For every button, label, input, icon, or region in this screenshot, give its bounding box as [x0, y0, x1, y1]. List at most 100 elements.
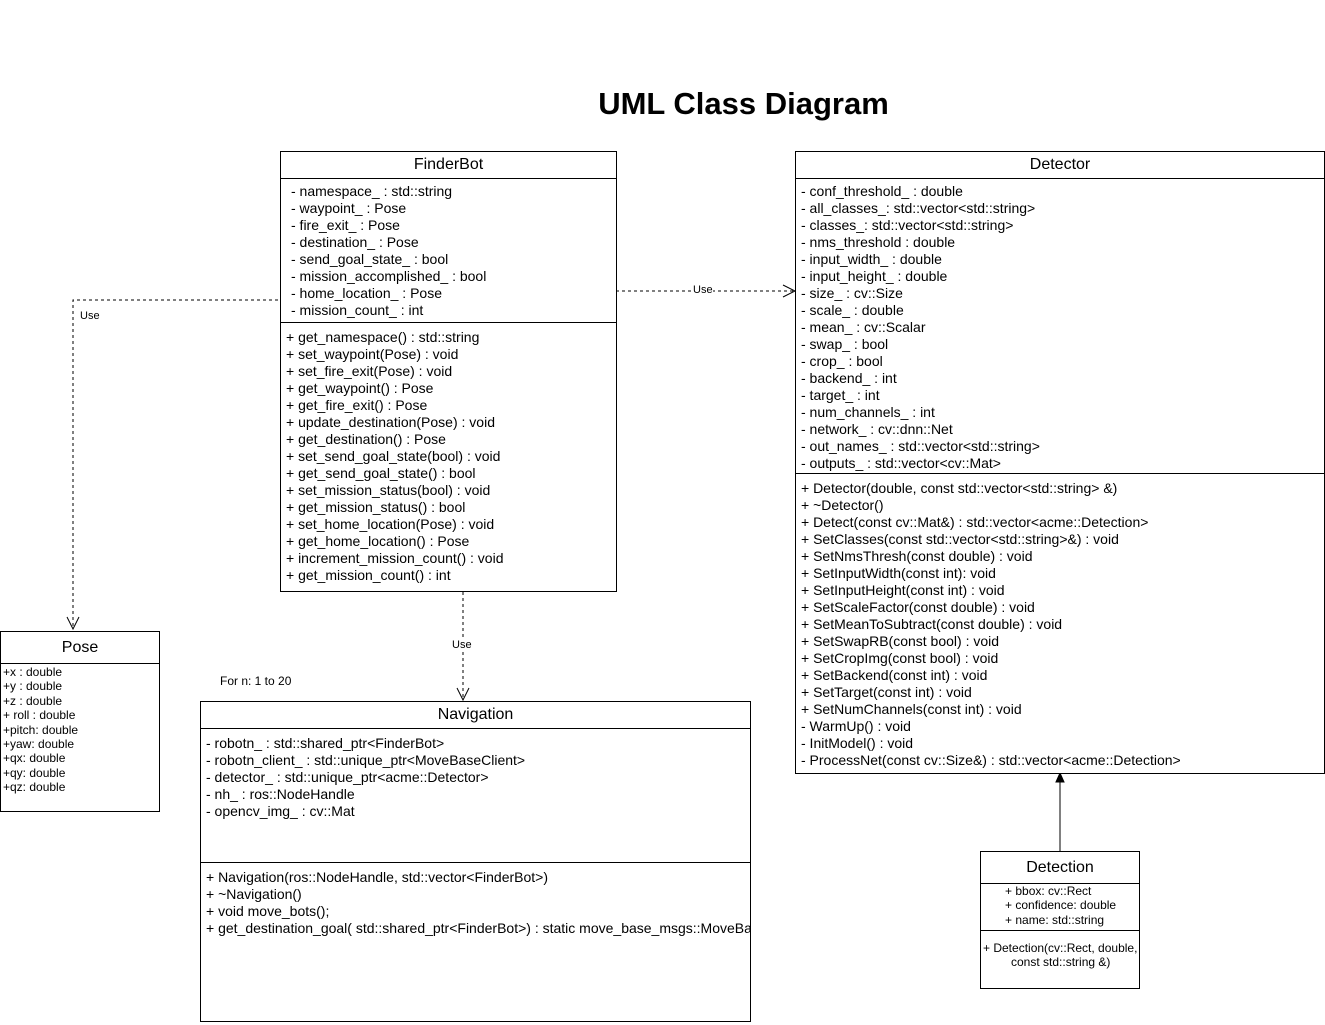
- class-navigation-name: Navigation: [201, 702, 750, 729]
- detector-methods-line: + Detector(double, const std::vector<std…: [801, 480, 1118, 496]
- finderbot-attributes: - namespace_ : std::string- waypoint_ : …: [281, 179, 616, 323]
- detector-methods-line: + SetSwapRB(const bool) : void: [801, 633, 1000, 649]
- detector-attributes-line: - classes_: std::vector<std::string>: [801, 217, 1014, 233]
- detection-attributes-line: + bbox: cv::Rect: [1005, 884, 1092, 898]
- pose-attributes-line: +x : double: [3, 665, 63, 679]
- finderbot-methods-line: + get_namespace() : std::string: [286, 329, 480, 345]
- class-detector-name: Detector: [796, 152, 1324, 179]
- detector-attributes: - conf_threshold_ : double- all_classes_…: [796, 179, 1324, 474]
- navigation-attributes: - robotn_ : std::shared_ptr<FinderBot>- …: [201, 729, 750, 863]
- arrowhead-detector-solid: [1055, 771, 1065, 783]
- detector-attributes-line: - outputs_ : std::vector<cv::Mat>: [801, 455, 1001, 471]
- diagram-title: UML Class Diagram: [598, 86, 889, 121]
- finderbot-methods-line: + set_send_goal_state(bool) : void: [286, 448, 501, 464]
- detector-methods-line: + SetCropImg(const bool) : void: [801, 650, 999, 666]
- navigation-methods: + Navigation(ros::NodeHandle, std::vecto…: [201, 863, 750, 937]
- detector-methods-line: - ProcessNet(const cv::Size&) : std::vec…: [801, 752, 1181, 768]
- finderbot-methods-line: + get_waypoint() : Pose: [286, 380, 434, 396]
- finderbot-attributes-line: - send_goal_state_ : bool: [291, 251, 449, 267]
- use-label-detector: Use: [693, 284, 713, 296]
- detector-methods-line: + SetTarget(const int) : void: [801, 684, 972, 700]
- navigation-attributes-line: - detector_ : std::unique_ptr<acme::Dete…: [206, 769, 489, 785]
- finderbot-methods-line: + set_home_location(Pose) : void: [286, 516, 495, 532]
- pose-attributes-line: +z : double: [3, 693, 63, 708]
- finderbot-attributes-line: - home_location_ : Pose: [291, 285, 442, 301]
- detector-attributes-line: - target_ : int: [801, 387, 880, 403]
- finderbot-methods-line: + get_destination() : Pose: [286, 431, 446, 447]
- navigation-attributes-line: - robotn_ : std::shared_ptr<FinderBot>: [206, 735, 445, 751]
- navigation-methods-line: + Navigation(ros::NodeHandle, std::vecto…: [206, 869, 549, 885]
- finderbot-methods-line: + get_home_location() : Pose: [286, 533, 470, 549]
- class-finderbot[interactable]: FinderBot - namespace_ : std::string- wa…: [280, 151, 617, 592]
- use-label-pose: Use: [80, 310, 100, 322]
- pose-attributes-line: +pitch: double: [3, 722, 79, 737]
- detector-methods-line: + SetBackend(const int) : void: [801, 667, 988, 683]
- detector-methods-line: - InitModel() : void: [801, 735, 914, 751]
- detector-attributes-line: - backend_ : int: [801, 370, 897, 386]
- finderbot-attributes-line: - waypoint_ : Pose: [291, 200, 407, 216]
- finderbot-methods-line: + update_destination(Pose) : void: [286, 414, 495, 430]
- class-detection-name: Detection: [981, 852, 1139, 884]
- finderbot-methods-line: + get_send_goal_state() : bool: [286, 465, 476, 481]
- class-detection[interactable]: Detection + bbox: cv::Rect+ confidence: …: [980, 851, 1140, 989]
- pose-attributes-line: +y : double: [3, 679, 63, 694]
- pose-attributes: +x : double+y : double+z : double+ roll …: [1, 664, 159, 795]
- detector-methods-line: + SetInputHeight(const int) : void: [801, 582, 1005, 598]
- arrowhead-navigation: [456, 687, 470, 702]
- navigation-attributes-line: - nh_ : ros::NodeHandle: [206, 786, 355, 802]
- detector-attributes-line: - all_classes_: std::vector<std::string>: [801, 200, 1036, 216]
- pose-attributes-line: +qy: double: [3, 765, 66, 780]
- navigation-attributes-line: - opencv_img_ : cv::Mat: [206, 803, 355, 819]
- finderbot-methods-line: + get_mission_count() : int: [286, 567, 451, 583]
- detector-attributes-line: - mean_ : cv::Scalar: [801, 319, 926, 335]
- detection-methods-line: + Detection(cv::Rect, double,: [983, 941, 1138, 955]
- detector-attributes-line: - crop_ : bool: [801, 353, 883, 369]
- detector-methods-line: - WarmUp() : void: [801, 718, 911, 734]
- finderbot-attributes-line: - mission_accomplished_ : bool: [291, 268, 487, 284]
- detector-methods-line: + SetNmsThresh(const double) : void: [801, 548, 1033, 564]
- navigation-methods-line: + ~Navigation(): [206, 886, 302, 902]
- finderbot-attributes-line: - fire_exit_ : Pose: [291, 217, 400, 233]
- finderbot-methods-line: + get_mission_status() : bool: [286, 499, 466, 515]
- class-navigation[interactable]: Navigation - robotn_ : std::shared_ptr<F…: [200, 701, 751, 1022]
- detection-methods-line: const std::string &): [1011, 955, 1111, 970]
- finderbot-methods-line: + increment_mission_count() : void: [286, 550, 504, 566]
- detector-methods-line: + SetInputWidth(const int): void: [801, 565, 996, 581]
- finderbot-methods: + get_namespace() : std::string+ set_way…: [281, 323, 616, 584]
- detection-attributes-line: + name: std::string: [1005, 912, 1105, 927]
- detector-attributes-line: - input_width_ : double: [801, 251, 942, 267]
- detector-attributes-line: - num_channels_ : int: [801, 404, 935, 420]
- detector-attributes-line: - conf_threshold_ : double: [801, 183, 963, 199]
- class-finderbot-name: FinderBot: [281, 152, 616, 179]
- pose-attributes-line: + roll : double: [3, 708, 76, 723]
- detector-methods-line: + ~Detector(): [801, 497, 884, 513]
- detector-attributes-line: - size_ : cv::Size: [801, 285, 903, 301]
- detection-attributes: + bbox: cv::Rect+ confidence: double+ na…: [981, 884, 1139, 931]
- pose-attributes-line: +qx: double: [3, 751, 66, 766]
- finderbot-methods-line: + set_mission_status(bool) : void: [286, 482, 491, 498]
- navigation-methods-line: + get_destination_goal( std::shared_ptr<…: [206, 920, 750, 936]
- navigation-methods-line: + void move_bots();: [206, 903, 330, 919]
- detector-methods: + Detector(double, const std::vector<std…: [796, 474, 1324, 769]
- detector-attributes-line: - input_height_ : double: [801, 268, 948, 284]
- detection-attributes-line: + confidence: double: [1005, 898, 1117, 913]
- connector-finderbot-pose: [72, 299, 296, 628]
- class-detector[interactable]: Detector - conf_threshold_ : double- all…: [795, 151, 1325, 774]
- pose-attributes-line: +yaw: double: [3, 737, 75, 752]
- finderbot-attributes-line: - mission_count_ : int: [291, 302, 424, 318]
- class-pose[interactable]: Pose +x : double+y : double+z : double+ …: [0, 631, 160, 812]
- finderbot-methods-line: + get_fire_exit() : Pose: [286, 397, 428, 413]
- use-label-navigation: Use: [452, 639, 472, 651]
- arrowhead-pose: [66, 616, 80, 631]
- finderbot-methods-line: + set_fire_exit(Pose) : void: [286, 363, 453, 379]
- pose-attributes-line: +qz: double: [3, 780, 66, 795]
- class-pose-name: Pose: [1, 632, 159, 664]
- multiplicity-note: For n: 1 to 20: [220, 674, 292, 688]
- finderbot-methods-line: + set_waypoint(Pose) : void: [286, 346, 459, 362]
- detector-attributes-line: - swap_ : bool: [801, 336, 889, 352]
- detector-attributes-line: - out_names_ : std::vector<std::string>: [801, 438, 1040, 454]
- detector-methods-line: + SetMeanToSubtract(const double) : void: [801, 616, 1063, 632]
- detection-methods: + Detection(cv::Rect, double,const std::…: [981, 931, 1139, 970]
- finderbot-attributes-line: - destination_ : Pose: [291, 234, 419, 250]
- finderbot-attributes-line: - namespace_ : std::string: [291, 183, 453, 199]
